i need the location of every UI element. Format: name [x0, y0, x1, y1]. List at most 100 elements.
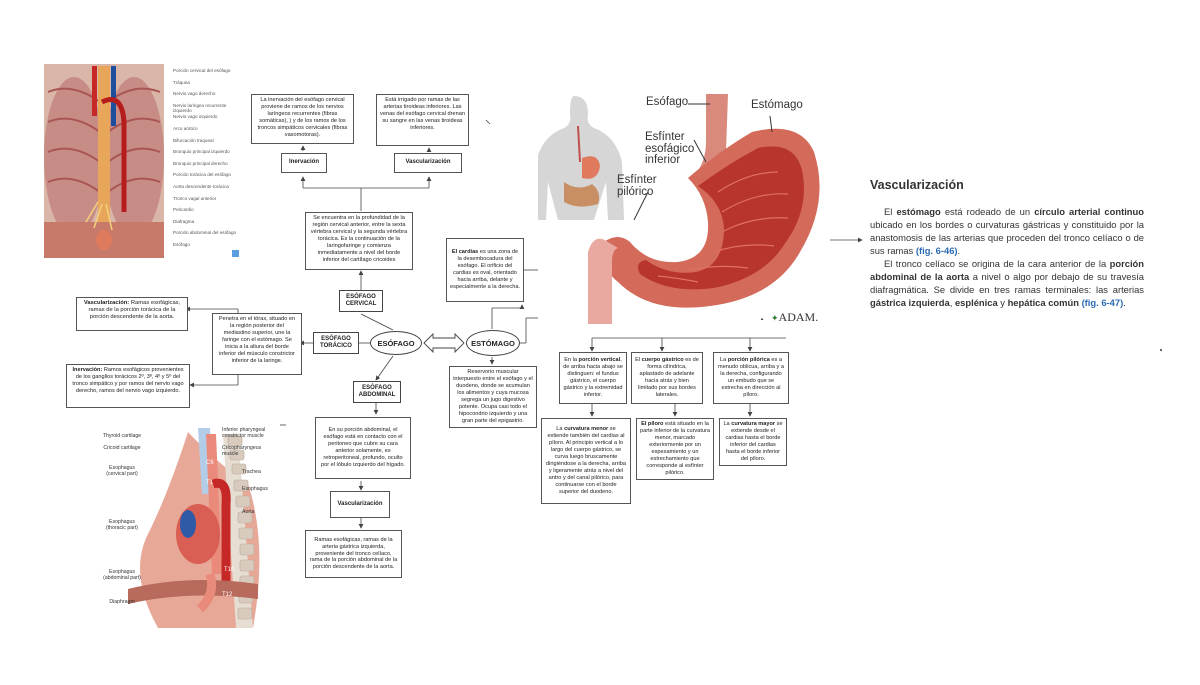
- vasc-panel-paragraph-2: El tronco celíaco se origina de la cara …: [870, 258, 1144, 310]
- esofago-cervical-header: ESÓFAGO CERVICAL: [339, 290, 383, 312]
- lateral-left-label: Esophagus (abdominal part): [103, 569, 141, 581]
- esofago-abdominal-text: En su porción abdominal, el esófago está…: [315, 417, 411, 479]
- label-esfinter-inferior: Esfínter esofágico inferior: [645, 131, 695, 166]
- lateral-left-label: Thyroid cartilage: [102, 433, 142, 439]
- lateral-right-label: Aorta: [242, 509, 255, 515]
- cuerpo-pre: El: [635, 357, 641, 364]
- estomago-text: Reservorio muscular interpuesto entre el…: [449, 366, 537, 428]
- vasc-text-segment: .: [1123, 296, 1126, 308]
- lateral-right-label: Inferior pharyngeal constrictor muscle: [222, 427, 266, 439]
- lateral-right-label: Trachea: [242, 469, 261, 475]
- menor-bold: curvatura menor: [564, 426, 609, 433]
- esofago-abdominal-header: ESÓFAGO ABDOMINAL: [353, 381, 401, 403]
- piloro-text: El píloro está situado en la parte infer…: [636, 418, 714, 480]
- vascularizacion-abdominal-header: Vascularización: [330, 491, 390, 518]
- label-esofago: Esófago: [646, 96, 689, 108]
- inervacion-toracico: Inervación: Ramos esofágicos proveniente…: [66, 364, 190, 408]
- thorax-label: Bronquio principal izquierdo: [173, 149, 230, 155]
- lateral-left-label: Esophagus (cervical part): [106, 465, 138, 477]
- label-esfinter-pilorico: Esfínter pilórico: [617, 174, 657, 198]
- inervacion-header: Inervación: [281, 153, 327, 173]
- vascularizacion-cervical-header: Vascularización: [394, 153, 462, 173]
- cardias-bold: El cardias: [451, 249, 479, 256]
- thorax-label: Porción cervical del esófago: [173, 68, 231, 73]
- zoom-icon[interactable]: [232, 250, 239, 257]
- inerv-toracico-text: Ramos esofágicos provenientes de los gan…: [72, 367, 184, 394]
- dot-marker: [1160, 349, 1162, 351]
- thorax-label: Esófago: [173, 242, 190, 247]
- pilorica-bold: porción pilórica: [727, 357, 770, 364]
- cuerpo-gastrico-text: El cuerpo gástrico es de forma cilíndric…: [631, 352, 703, 404]
- pilorica-desc: es a menudo oblicua, arriba y a la derec…: [718, 357, 784, 398]
- svg-text:▲: ▲: [760, 316, 764, 321]
- thorax-label: Tronco vagal anterior: [173, 195, 217, 201]
- vertebra-label: T1: [206, 480, 214, 486]
- menor-desc: se extiende también del cardias al pílor…: [546, 426, 626, 495]
- vasc-toracico-text: Ramas esofágicas, ramas de la porción to…: [88, 300, 181, 321]
- thorax-label: Arco aórtico: [173, 126, 198, 131]
- thorax-anatomy-figure: [42, 62, 242, 260]
- thorax-label: Aorta descendente torácica: [173, 184, 229, 189]
- menor-pre: La: [556, 426, 563, 433]
- vasc-text-segment: (fig. 6-46): [915, 244, 958, 256]
- cuerpo-bold: cuerpo gástrico: [641, 357, 684, 364]
- cardias-desc: es una zona de la desembocadura del esóf…: [450, 249, 520, 290]
- vasc-text-segment: (fig. 6-47): [1081, 296, 1124, 308]
- porcion-vertical-text: En la porción vertical, de arriba hacia …: [559, 352, 627, 404]
- vascularizacion-toracico: Vascularización: Ramas esofágicas, ramas…: [76, 297, 188, 331]
- vasc-text-segment: El: [884, 206, 897, 217]
- vascularizacion-cervical-text: Está irrigado por ramas de las arterias …: [376, 94, 469, 146]
- esofago-node: ESÓFAGO: [370, 331, 422, 355]
- vasc-text-segment: ubicado en los bordes o curvaturas gástr…: [870, 218, 1144, 256]
- curvatura-mayor-text: La curvatura mayor se extiende desde el …: [719, 418, 787, 466]
- porcion-pilorica-text: La porción pilórica es a menudo oblicua,…: [713, 352, 789, 404]
- vasc-text-segment: ,: [949, 296, 955, 308]
- vasc-text-segment: está rodeado de un: [940, 206, 1035, 217]
- vasc-text-segment: .: [957, 244, 961, 256]
- cuerpo-desc: es de forma cilíndrica, aplastado de ade…: [638, 357, 699, 398]
- thorax-label: Nervio vago izquierdo: [173, 114, 218, 120]
- inerv-toracico-label: Inervación:: [72, 367, 103, 373]
- vasc-text-segment: círculo arterial continuo: [1034, 206, 1144, 217]
- vasc-panel-paragraph-1: El estómago está rodeado de un círculo a…: [870, 206, 1144, 258]
- esofago-cervical-text: Se encuentra en la profundidad de la reg…: [305, 212, 413, 270]
- thorax-label: Pericardio: [173, 207, 194, 213]
- thorax-label: Tráquea: [173, 79, 190, 85]
- vertical-desc: , de arriba hacia abajo se distinguen: e…: [563, 357, 623, 398]
- adam-logo: ✦ADAM.: [771, 310, 819, 324]
- lateral-right-label: Esophagus: [242, 486, 268, 492]
- piloro-bold: El píloro: [641, 421, 664, 428]
- vasc-text-segment: y: [997, 296, 1008, 308]
- thorax-label: Nervio vago derecho: [173, 91, 216, 97]
- vasc-text-segment: El tronco celíaco se origina de la cara …: [884, 257, 1110, 269]
- vasc-text-segment: estómago: [896, 206, 941, 217]
- lateral-right-label: Cricopharyngeus muscle: [222, 445, 262, 457]
- cardias-text: El cardias es una zona de la desembocadu…: [446, 238, 524, 302]
- vertebra-label: T12: [222, 592, 233, 598]
- mayor-bold: curvatura mayor: [731, 421, 776, 428]
- thorax-label: Bifurcación traqueal: [173, 137, 214, 143]
- adam-logo-icon: ✦: [771, 313, 779, 323]
- thorax-label: Porción abdominal del esófago: [173, 230, 237, 236]
- lateral-left-label: Cricoid cartilage: [103, 445, 141, 451]
- lateral-esophagus-figure: [88, 424, 288, 628]
- vertebra-label: C6: [206, 460, 214, 466]
- vascularizacion-panel: Vascularización El estómago está rodeado…: [870, 178, 1144, 310]
- vertical-pre: En la: [564, 357, 577, 364]
- stomach-anatomy-figure: ▲: [538, 92, 830, 324]
- pilorica-pre: La: [720, 357, 727, 364]
- mayor-desc: se extiende desde el cardias hasta el bo…: [725, 421, 783, 462]
- curvatura-menor-text: La curvatura menor se extiende también d…: [541, 418, 631, 504]
- thorax-label: Nervio laríngeo recurrente izquierdo: [173, 102, 227, 113]
- vasc-toracico-label: Vascularización:: [83, 300, 130, 306]
- piloro-desc: está situado en la parte inferior de la …: [640, 421, 710, 476]
- thorax-label: Diafragma: [173, 218, 195, 224]
- vasc-text-segment: porción abdominal de la aorta: [870, 257, 1144, 282]
- vasc-panel-title: Vascularización: [870, 178, 964, 192]
- estomago-node: ESTÓMAGO: [466, 330, 520, 356]
- vasc-text-segment: hepática común: [1007, 296, 1079, 308]
- label-estomago: Estómago: [751, 99, 803, 111]
- vertical-bold: porción vertical: [578, 357, 621, 364]
